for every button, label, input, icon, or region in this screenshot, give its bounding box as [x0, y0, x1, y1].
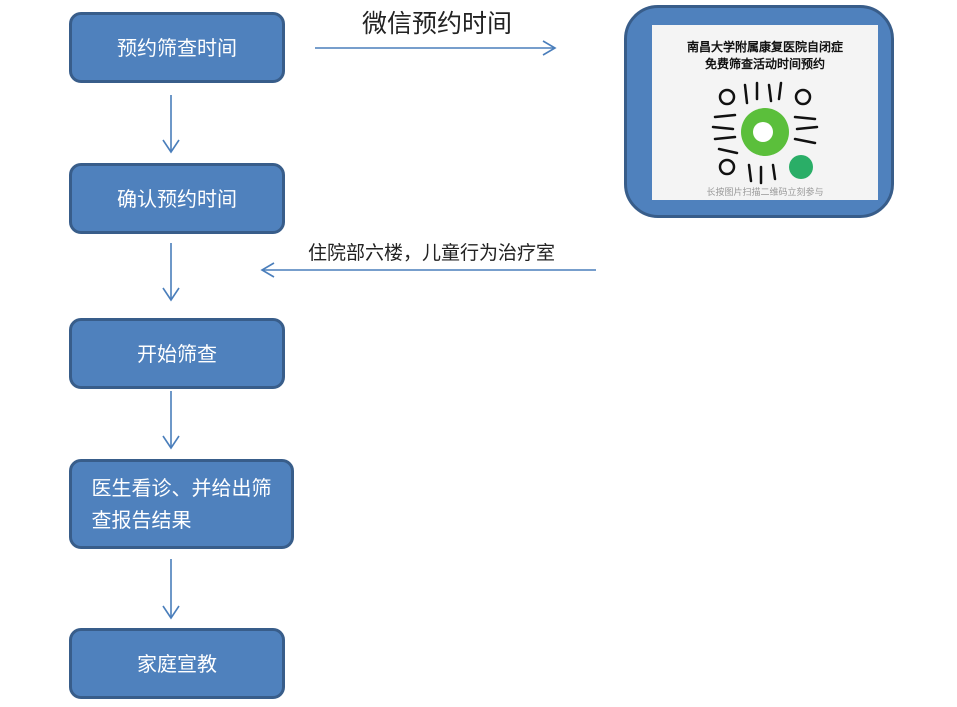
- qr-title-line2: 免费筛查活动时间预约: [704, 57, 825, 71]
- step-label: 医生看诊、并给出筛查报告结果: [91, 476, 272, 532]
- step-label: 预约筛查时间: [117, 35, 237, 60]
- step-label: 开始筛查: [137, 341, 217, 366]
- step-doctor-consult: 医生看诊、并给出筛查报告结果: [69, 459, 294, 549]
- step-label: 家庭宣教: [137, 651, 217, 676]
- qr-title-line1: 南昌大学附属康复医院自闭症: [686, 40, 843, 54]
- qr-card: 南昌大学附属康复医院自闭症 免费筛查活动时间预约 长按图片扫描二维码立刻参与: [624, 5, 894, 218]
- arrow-down-2: [162, 243, 180, 302]
- arrow-down-3: [162, 391, 180, 450]
- qr-code-icon[interactable]: [705, 77, 825, 187]
- wechat-label: 微信预约时间: [362, 9, 513, 38]
- location-label: 住院部六楼，儿童行为治疗室: [308, 242, 556, 264]
- arrow-down-4: [162, 559, 180, 620]
- step-book-screening: 预约筛查时间: [69, 12, 285, 83]
- qr-caption: 长按图片扫描二维码立刻参与: [706, 188, 824, 198]
- qr-card-inner: 南昌大学附属康复医院自闭症 免费筛查活动时间预约 长按图片扫描二维码立刻参与: [652, 25, 878, 200]
- arrow-right-wechat: [315, 40, 557, 56]
- step-label: 确认预约时间: [117, 186, 237, 211]
- step-start-screening: 开始筛查: [69, 318, 285, 389]
- arrow-down-1: [162, 95, 180, 154]
- arrow-left-location: [260, 262, 596, 278]
- step-confirm-time: 确认预约时间: [69, 163, 285, 234]
- step-family-education: 家庭宣教: [69, 628, 285, 699]
